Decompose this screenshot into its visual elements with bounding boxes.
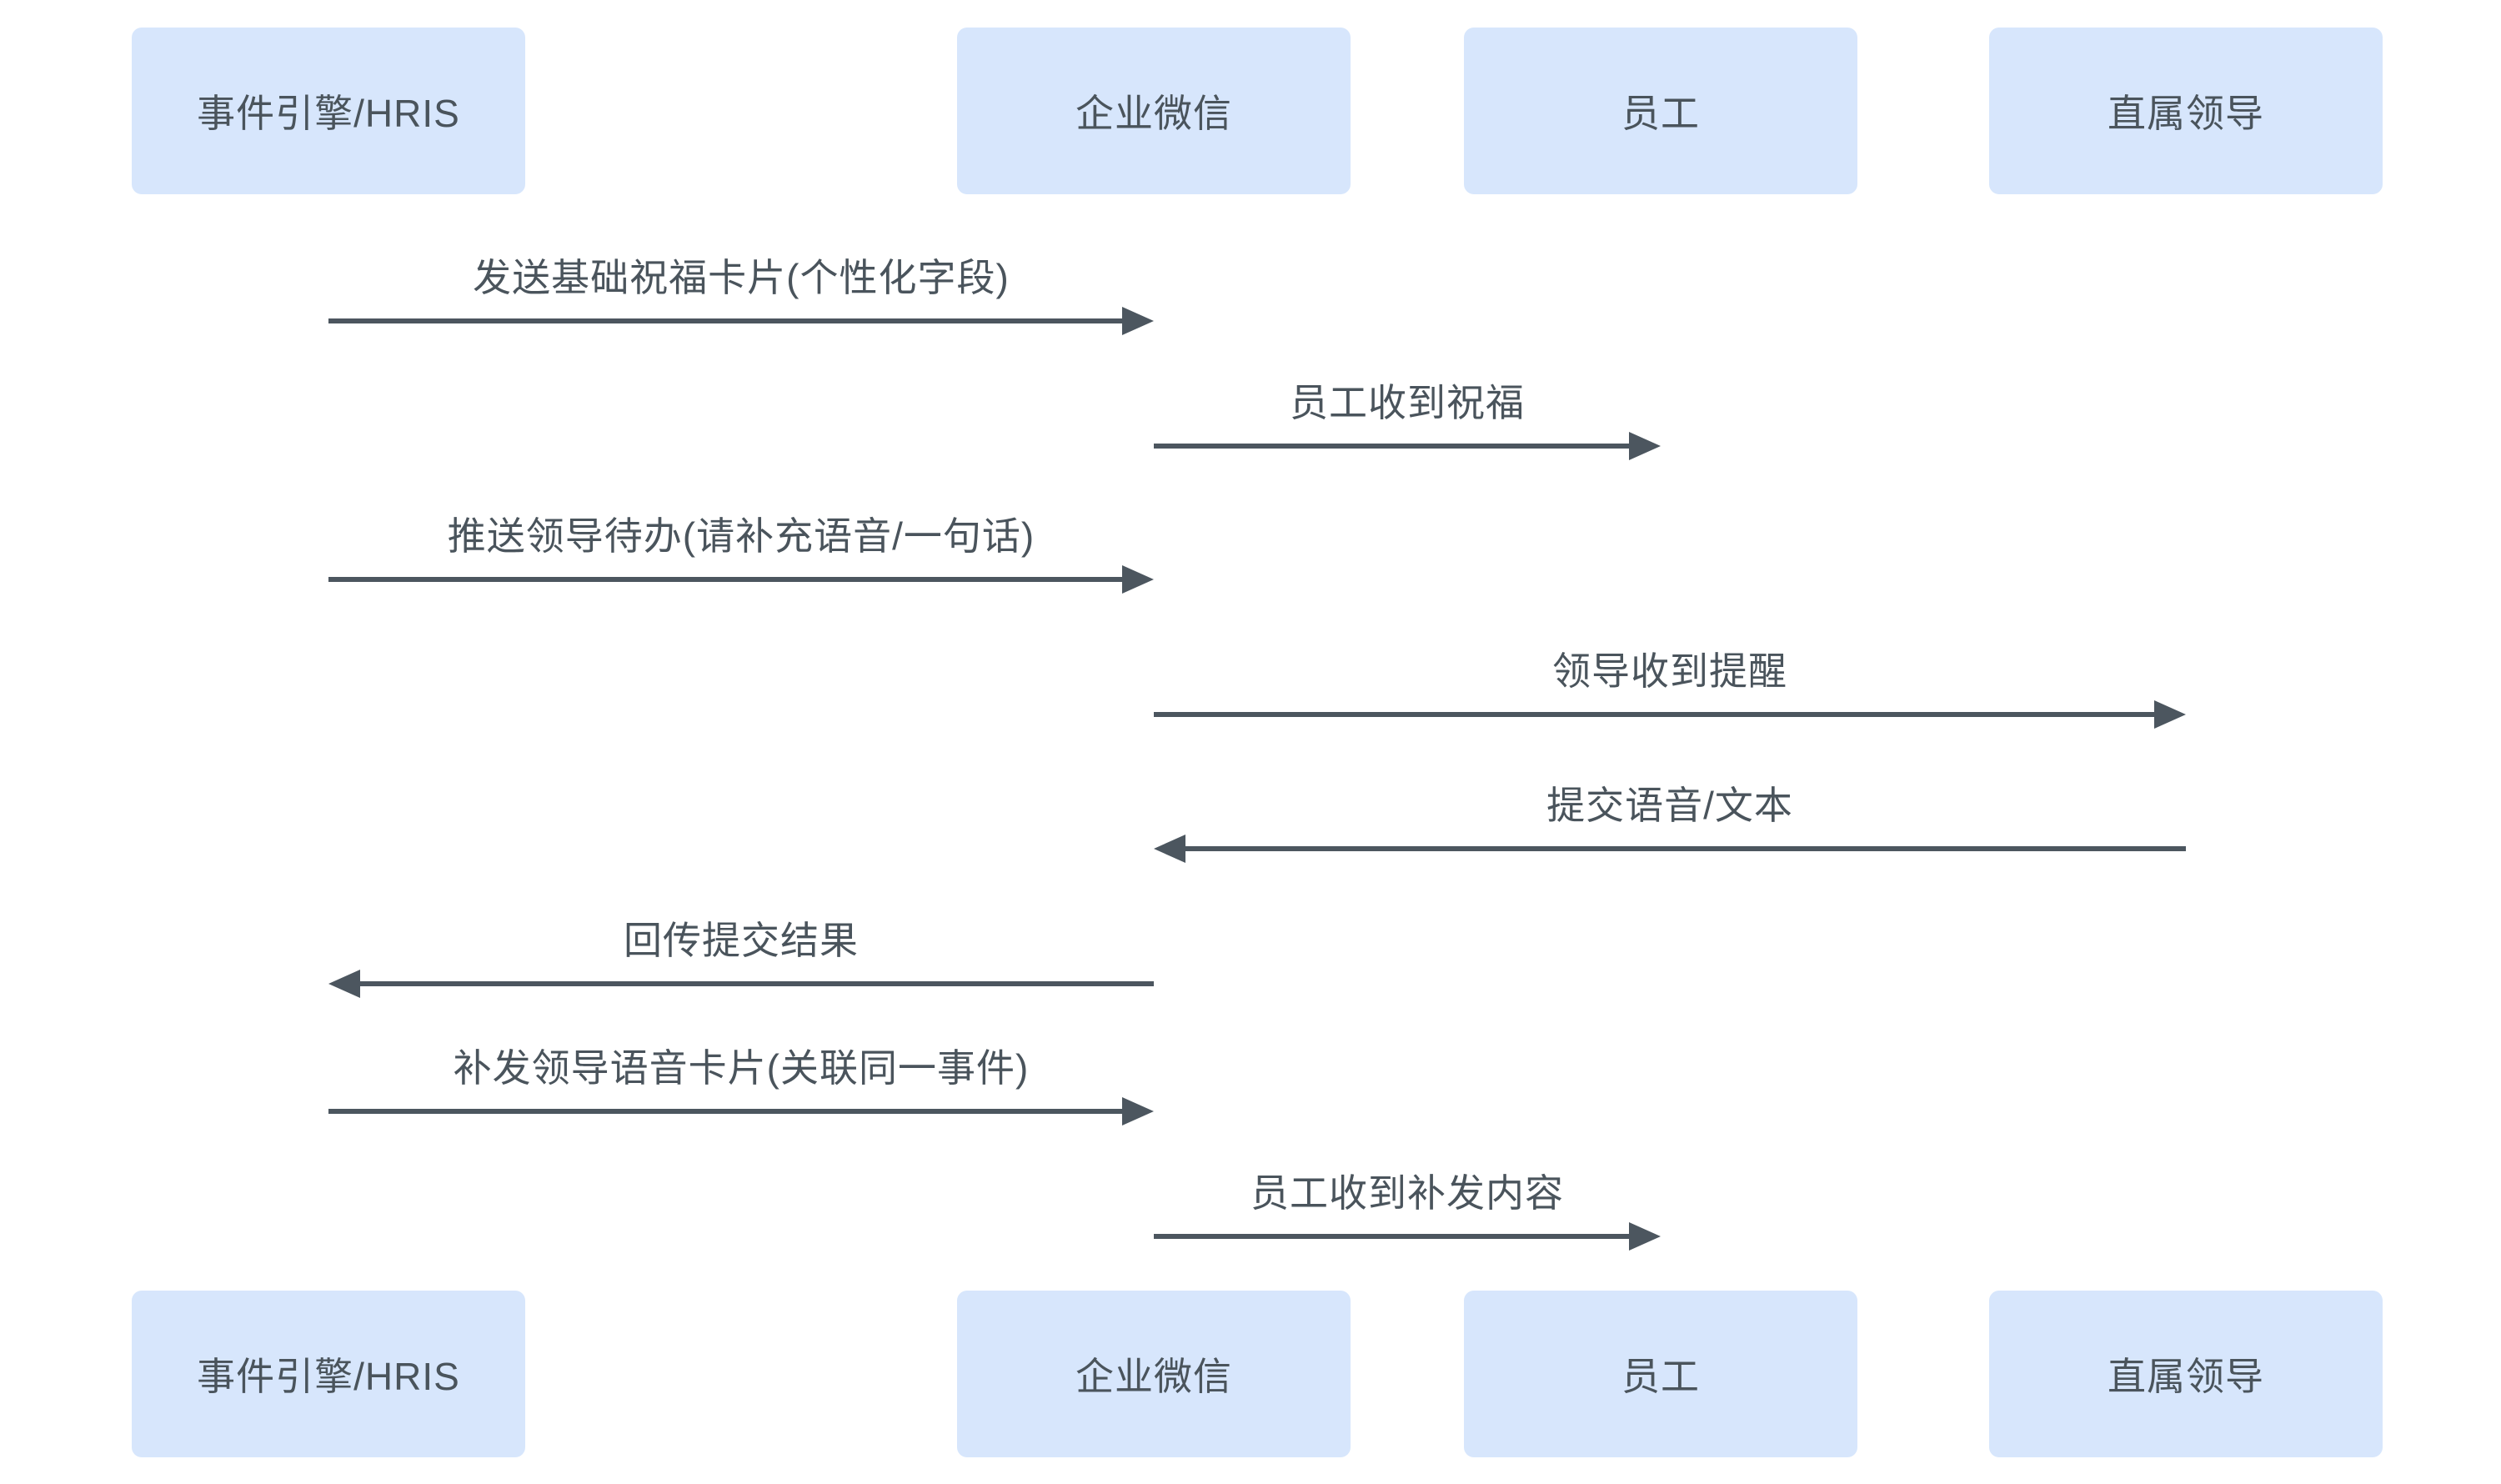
- message-label: 员工收到祝福: [1290, 381, 1525, 424]
- arrowhead-icon: [2154, 700, 2186, 729]
- message-label: 发送基础祝福卡片(个性化字段): [473, 256, 1010, 299]
- message-label: 领导收到提醒: [1552, 649, 1787, 693]
- actor-box-bottom-hris: 事件引擎/HRIS: [132, 1291, 525, 1457]
- actor-label: 直属领导: [2108, 1355, 2264, 1398]
- message-label: 员工收到补发内容: [1250, 1171, 1564, 1215]
- arrowhead-icon: [1122, 1097, 1154, 1126]
- arrowhead-icon: [1629, 432, 1661, 460]
- message-arrow-line: [328, 1109, 1129, 1114]
- message-arrow-line: [328, 577, 1129, 582]
- message-arrow-line: [328, 318, 1129, 323]
- message-label: 推送领导待办(请补充语音/一句话): [447, 514, 1035, 558]
- arrowhead-icon: [1629, 1222, 1661, 1251]
- arrowhead-icon: [1154, 835, 1185, 863]
- actor-label: 企业微信: [1075, 92, 1232, 135]
- message-arrow-line: [1154, 712, 2161, 717]
- actor-box-bottom-leader: 直属领导: [1989, 1291, 2383, 1457]
- arrowhead-icon: [1122, 565, 1154, 594]
- arrowhead-icon: [328, 970, 360, 998]
- actor-label: 直属领导: [2108, 92, 2264, 135]
- message-label: 补发领导语音卡片(关联同一事件): [453, 1046, 1030, 1090]
- actor-label: 员工: [1621, 92, 1700, 135]
- actor-box-top-wecom: 企业微信: [957, 28, 1351, 194]
- actor-label: 企业微信: [1075, 1355, 1232, 1398]
- message-arrow-line: [1179, 846, 2186, 851]
- actor-box-bottom-employee: 员工: [1464, 1291, 1857, 1457]
- actor-box-bottom-wecom: 企业微信: [957, 1291, 1351, 1457]
- actor-box-top-leader: 直属领导: [1989, 28, 2383, 194]
- arrowhead-icon: [1122, 307, 1154, 335]
- actor-label: 事件引擎/HRIS: [197, 1355, 460, 1398]
- actor-label: 事件引擎/HRIS: [197, 92, 460, 135]
- actor-label: 员工: [1621, 1355, 1700, 1398]
- actor-box-top-hris: 事件引擎/HRIS: [132, 28, 525, 194]
- message-arrow-line: [1154, 1234, 1636, 1239]
- message-label: 回传提交结果: [624, 919, 859, 962]
- message-arrow-line: [1154, 444, 1636, 449]
- message-label: 提交语音/文本: [1546, 784, 1793, 827]
- message-arrow-line: [353, 981, 1154, 986]
- actor-box-top-employee: 员工: [1464, 28, 1857, 194]
